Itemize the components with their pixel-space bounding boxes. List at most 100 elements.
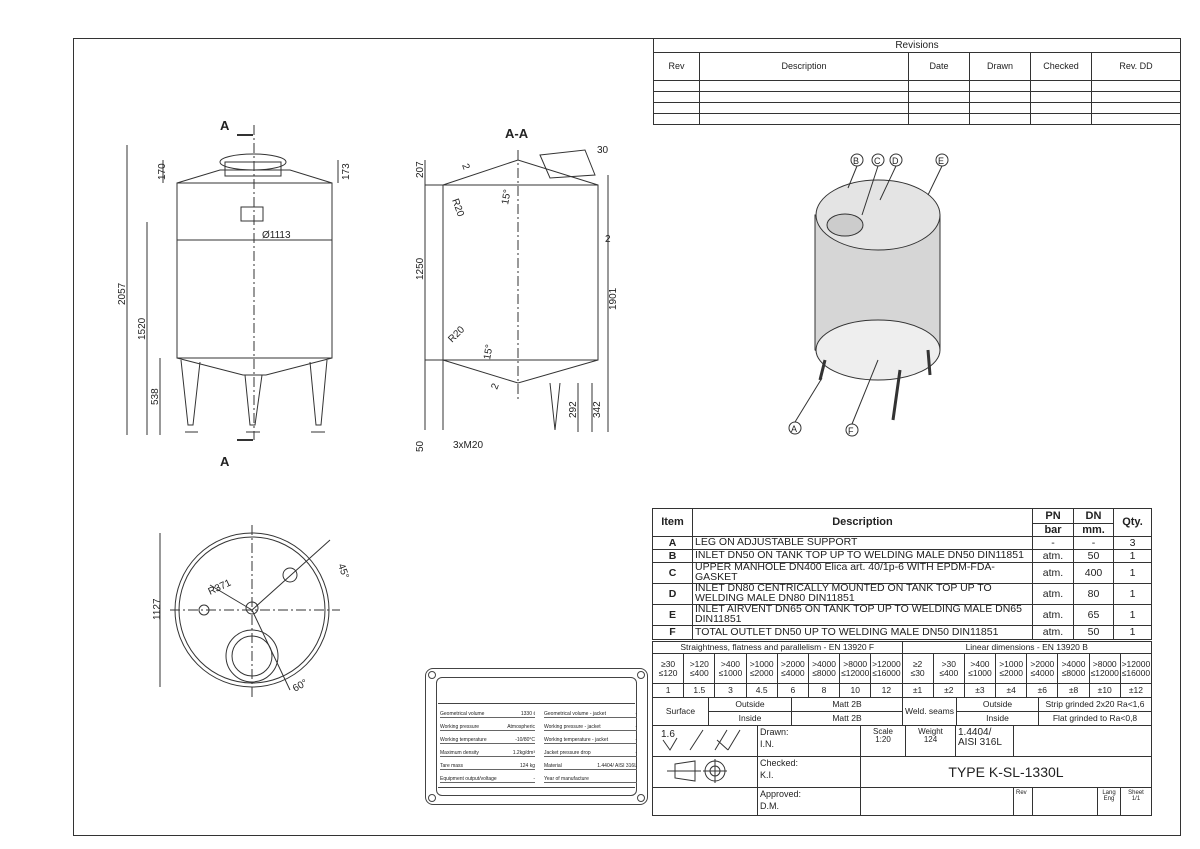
nameplate-row: Working pressure Atmospheric: [440, 720, 535, 731]
checked-label: Checked:: [760, 758, 799, 768]
tolerance-value: 3: [714, 683, 747, 698]
tolerance-value: ±3: [963, 683, 997, 698]
angle-60: 60°: [291, 678, 310, 695]
nameplate-value: -: [635, 750, 637, 756]
dim-1901: 1901: [608, 287, 619, 310]
weld-label: Weld. seams: [902, 697, 957, 726]
scale-value: 1:20: [875, 735, 891, 744]
tolerance-range: >30 ≤400: [932, 653, 965, 684]
dim-3xm20: 3xM20: [453, 440, 483, 451]
tolerance-value: ±2: [932, 683, 965, 698]
tolerance-range: ≥30 ≤120: [651, 653, 685, 684]
tolerance-range: >8000 ≤12000: [839, 653, 872, 684]
nameplate-label: Maximum density: [440, 750, 479, 756]
top-dim-170: 170: [157, 163, 168, 180]
nameplate-value: Atmospheric: [507, 724, 535, 730]
tolerance-range: >12000 ≤16000: [1119, 653, 1153, 684]
nameplate-label: Working temperature: [440, 737, 487, 743]
nameplate-label: Working temperature - jacket: [544, 737, 609, 743]
drawn-label: Drawn:: [760, 727, 789, 737]
projection-symbol: [652, 756, 758, 788]
pn-unit: bar: [1032, 523, 1074, 537]
surface-outside: Outside: [708, 697, 792, 712]
callout-d: D: [892, 156, 899, 166]
tolerance-range: >12000 ≤16000: [870, 653, 903, 684]
linear-title: Linear dimensions - EN 13920 B: [901, 641, 1152, 654]
surface-inside-value: Matt 2B: [791, 711, 903, 726]
item-header: Item: [652, 508, 693, 537]
nameplate-label: Tare mass: [440, 763, 464, 769]
section-a-a-view: A-A 207 1250 1901 292 342 50 3xM20 2 30 …: [415, 126, 619, 452]
dim-207: 207: [415, 161, 426, 178]
tolerance-value: 6: [776, 683, 809, 698]
nameplate-value: -: [635, 737, 637, 743]
tolerance-value: 8: [807, 683, 841, 698]
nameplate-row: Geometrical volume - jacket-: [544, 707, 637, 718]
tolerance-range: >400 ≤1000: [714, 653, 747, 684]
weld-inside-value: Flat grinded to Ra<0,8: [1038, 711, 1152, 726]
thickness-bottom: 2: [489, 382, 501, 391]
front-elevation-view: A A Ø1113 2057 1520 538 170 173: [117, 118, 352, 469]
tolerance-value: ±12: [1119, 683, 1153, 698]
nameplate-label: Working pressure: [440, 724, 480, 730]
tolerance-value: 4.5: [745, 683, 778, 698]
tolerance-value: ±4: [995, 683, 1028, 698]
qty-header: Qty.: [1113, 508, 1152, 537]
nameplate-row: Working temperature - jacket -: [544, 733, 637, 744]
nameplate-value: 1.4404/ AISI 316L: [597, 763, 637, 769]
straightness-title: Straightness, flatness and parallelism -…: [652, 641, 903, 654]
thickness-top: 2: [459, 162, 471, 171]
nameplate-label: Jacket pressure drop: [544, 750, 591, 756]
nameplate-label: Geometrical volume - jacket: [544, 711, 606, 717]
drawing-frame: [73, 38, 1181, 836]
weld-outside: Outside: [956, 697, 1039, 712]
nameplate-row: Equipment output/voltage -: [440, 772, 535, 783]
dim-50: 50: [415, 440, 426, 452]
nameplate-value: 1330 ℓ: [520, 711, 535, 717]
nameplate-label: Year of manufacture: [544, 776, 589, 782]
tolerance-range: >1000 ≤2000: [745, 653, 778, 684]
sheet-value: 1/1: [1131, 796, 1141, 802]
nameplate-value: -: [533, 776, 535, 782]
dn-unit: mm.: [1073, 523, 1114, 537]
dn-header: DN: [1073, 508, 1114, 524]
material-value: 1.4404/ AISI 316L: [955, 725, 1014, 757]
tolerance-value: ±1: [901, 683, 934, 698]
dim-342: 342: [592, 401, 603, 418]
tolerance-table: Straightness, flatness and parallelism -…: [651, 641, 1153, 698]
weld-outside-value: Strip grinded 2x20 Ra<1,6: [1038, 697, 1152, 712]
lang-value: Eng: [1103, 796, 1115, 802]
nameplate-value: -: [635, 724, 637, 730]
section-title: A-A: [505, 126, 529, 141]
dim-292: 292: [568, 401, 579, 418]
nameplate-label: Equipment output/voltage: [440, 776, 497, 782]
surface-label: Surface: [652, 697, 709, 726]
tolerance-range: >1000 ≤2000: [995, 653, 1028, 684]
leg-height-dim: 538: [150, 388, 161, 405]
tolerance-range: >2000 ≤4000: [1026, 653, 1059, 684]
tolerance-value: 10: [839, 683, 872, 698]
nameplate-value: -10/80°C: [515, 737, 535, 743]
section-mark-top: A: [220, 118, 230, 133]
tolerance-range: >8000 ≤12000: [1088, 653, 1121, 684]
checked-header: Checked: [1030, 52, 1092, 81]
top-view: 1127 R371 45° 60°: [152, 525, 351, 700]
top-dim-173: 173: [341, 163, 352, 180]
tolerance-value: 12: [870, 683, 903, 698]
dim-1250: 1250: [415, 257, 426, 280]
tolerance-value: ±10: [1088, 683, 1121, 698]
tolerance-range: >2000 ≤4000: [776, 653, 809, 684]
tolerance-value: 1.5: [683, 683, 716, 698]
approved-value: D.M.: [760, 801, 779, 811]
surface-inside: Inside: [708, 711, 792, 726]
tolerance-value: ±6: [1026, 683, 1059, 698]
height-dim: 2057: [117, 282, 128, 305]
callout-e: E: [938, 156, 944, 166]
